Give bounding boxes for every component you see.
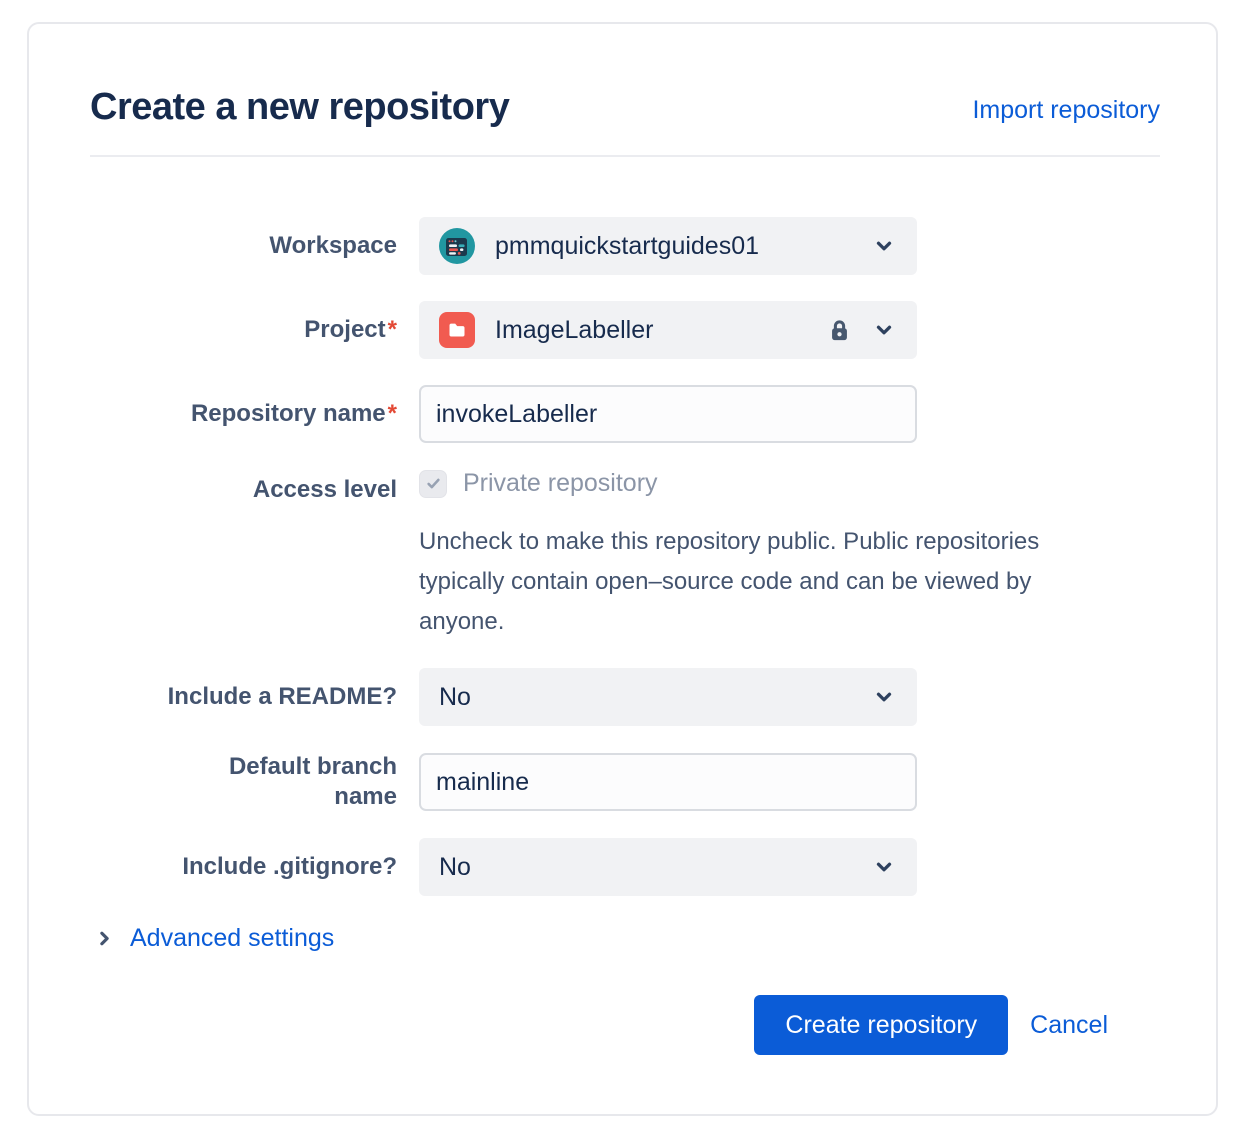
include-gitignore-value: No [439, 852, 471, 881]
header-divider [90, 155, 1160, 157]
create-repository-form: Workspace [90, 217, 1160, 896]
project-label: Project* [304, 316, 397, 343]
required-asterisk: * [387, 316, 397, 343]
required-asterisk: * [387, 400, 397, 427]
project-value: ImageLabeller [495, 315, 654, 344]
dialog-footer: Create repository Cancel [90, 995, 1160, 1055]
access-level-label: Access level [252, 476, 397, 503]
advanced-settings-toggle[interactable]: Advanced settings [90, 924, 1160, 953]
folder-icon [439, 312, 475, 348]
project-select[interactable]: ImageLabeller [419, 301, 917, 359]
include-readme-value: No [439, 682, 471, 711]
private-repository-option: Private repository [419, 469, 1097, 498]
check-icon [426, 478, 440, 489]
advanced-settings-label: Advanced settings [130, 924, 335, 952]
workspace-select[interactable]: pmmquickstartguides01 [419, 217, 917, 275]
include-gitignore-label: Include .gitignore? [182, 853, 397, 880]
project-row: Project* ImageLabeller [90, 301, 1160, 359]
default-branch-row: Default branch name [90, 752, 1160, 812]
repository-name-input[interactable] [419, 385, 917, 443]
include-readme-label: Include a README? [167, 683, 397, 710]
lock-icon [826, 317, 853, 344]
default-branch-label: Default branch name [228, 753, 397, 810]
chevron-down-icon [873, 686, 895, 708]
repository-name-row: Repository name* [90, 385, 1160, 443]
chevron-down-icon [873, 856, 895, 878]
workspace-row: Workspace [90, 217, 1160, 275]
chevron-down-icon [873, 235, 895, 257]
page-title: Create a new repository [90, 86, 510, 128]
import-repository-link[interactable]: Import repository [972, 96, 1160, 124]
private-repository-label: Private repository [463, 469, 658, 497]
access-level-help-text: Uncheck to make this repository public. … [419, 528, 1040, 635]
workspace-avatar-icon [439, 228, 475, 264]
include-readme-select[interactable]: No [419, 668, 917, 726]
private-repository-checkbox[interactable] [419, 469, 447, 498]
cancel-button[interactable]: Cancel [1030, 1010, 1108, 1039]
dialog-header: Create a new repository Import repositor… [90, 86, 1160, 129]
create-repository-dialog: Create a new repository Import repositor… [27, 22, 1218, 1116]
include-gitignore-select[interactable]: No [419, 838, 917, 896]
workspace-value: pmmquickstartguides01 [495, 231, 760, 260]
create-repository-button[interactable]: Create repository [754, 995, 1009, 1055]
workspace-label: Workspace [269, 232, 397, 259]
access-level-row: Access level Private repository Uncheck … [90, 469, 1160, 642]
include-readme-row: Include a README? No [90, 668, 1160, 726]
chevron-down-icon [873, 319, 895, 341]
repository-name-label: Repository name* [190, 400, 397, 427]
chevron-right-icon [94, 928, 115, 949]
default-branch-input[interactable] [419, 753, 917, 811]
include-gitignore-row: Include .gitignore? No [90, 838, 1160, 896]
